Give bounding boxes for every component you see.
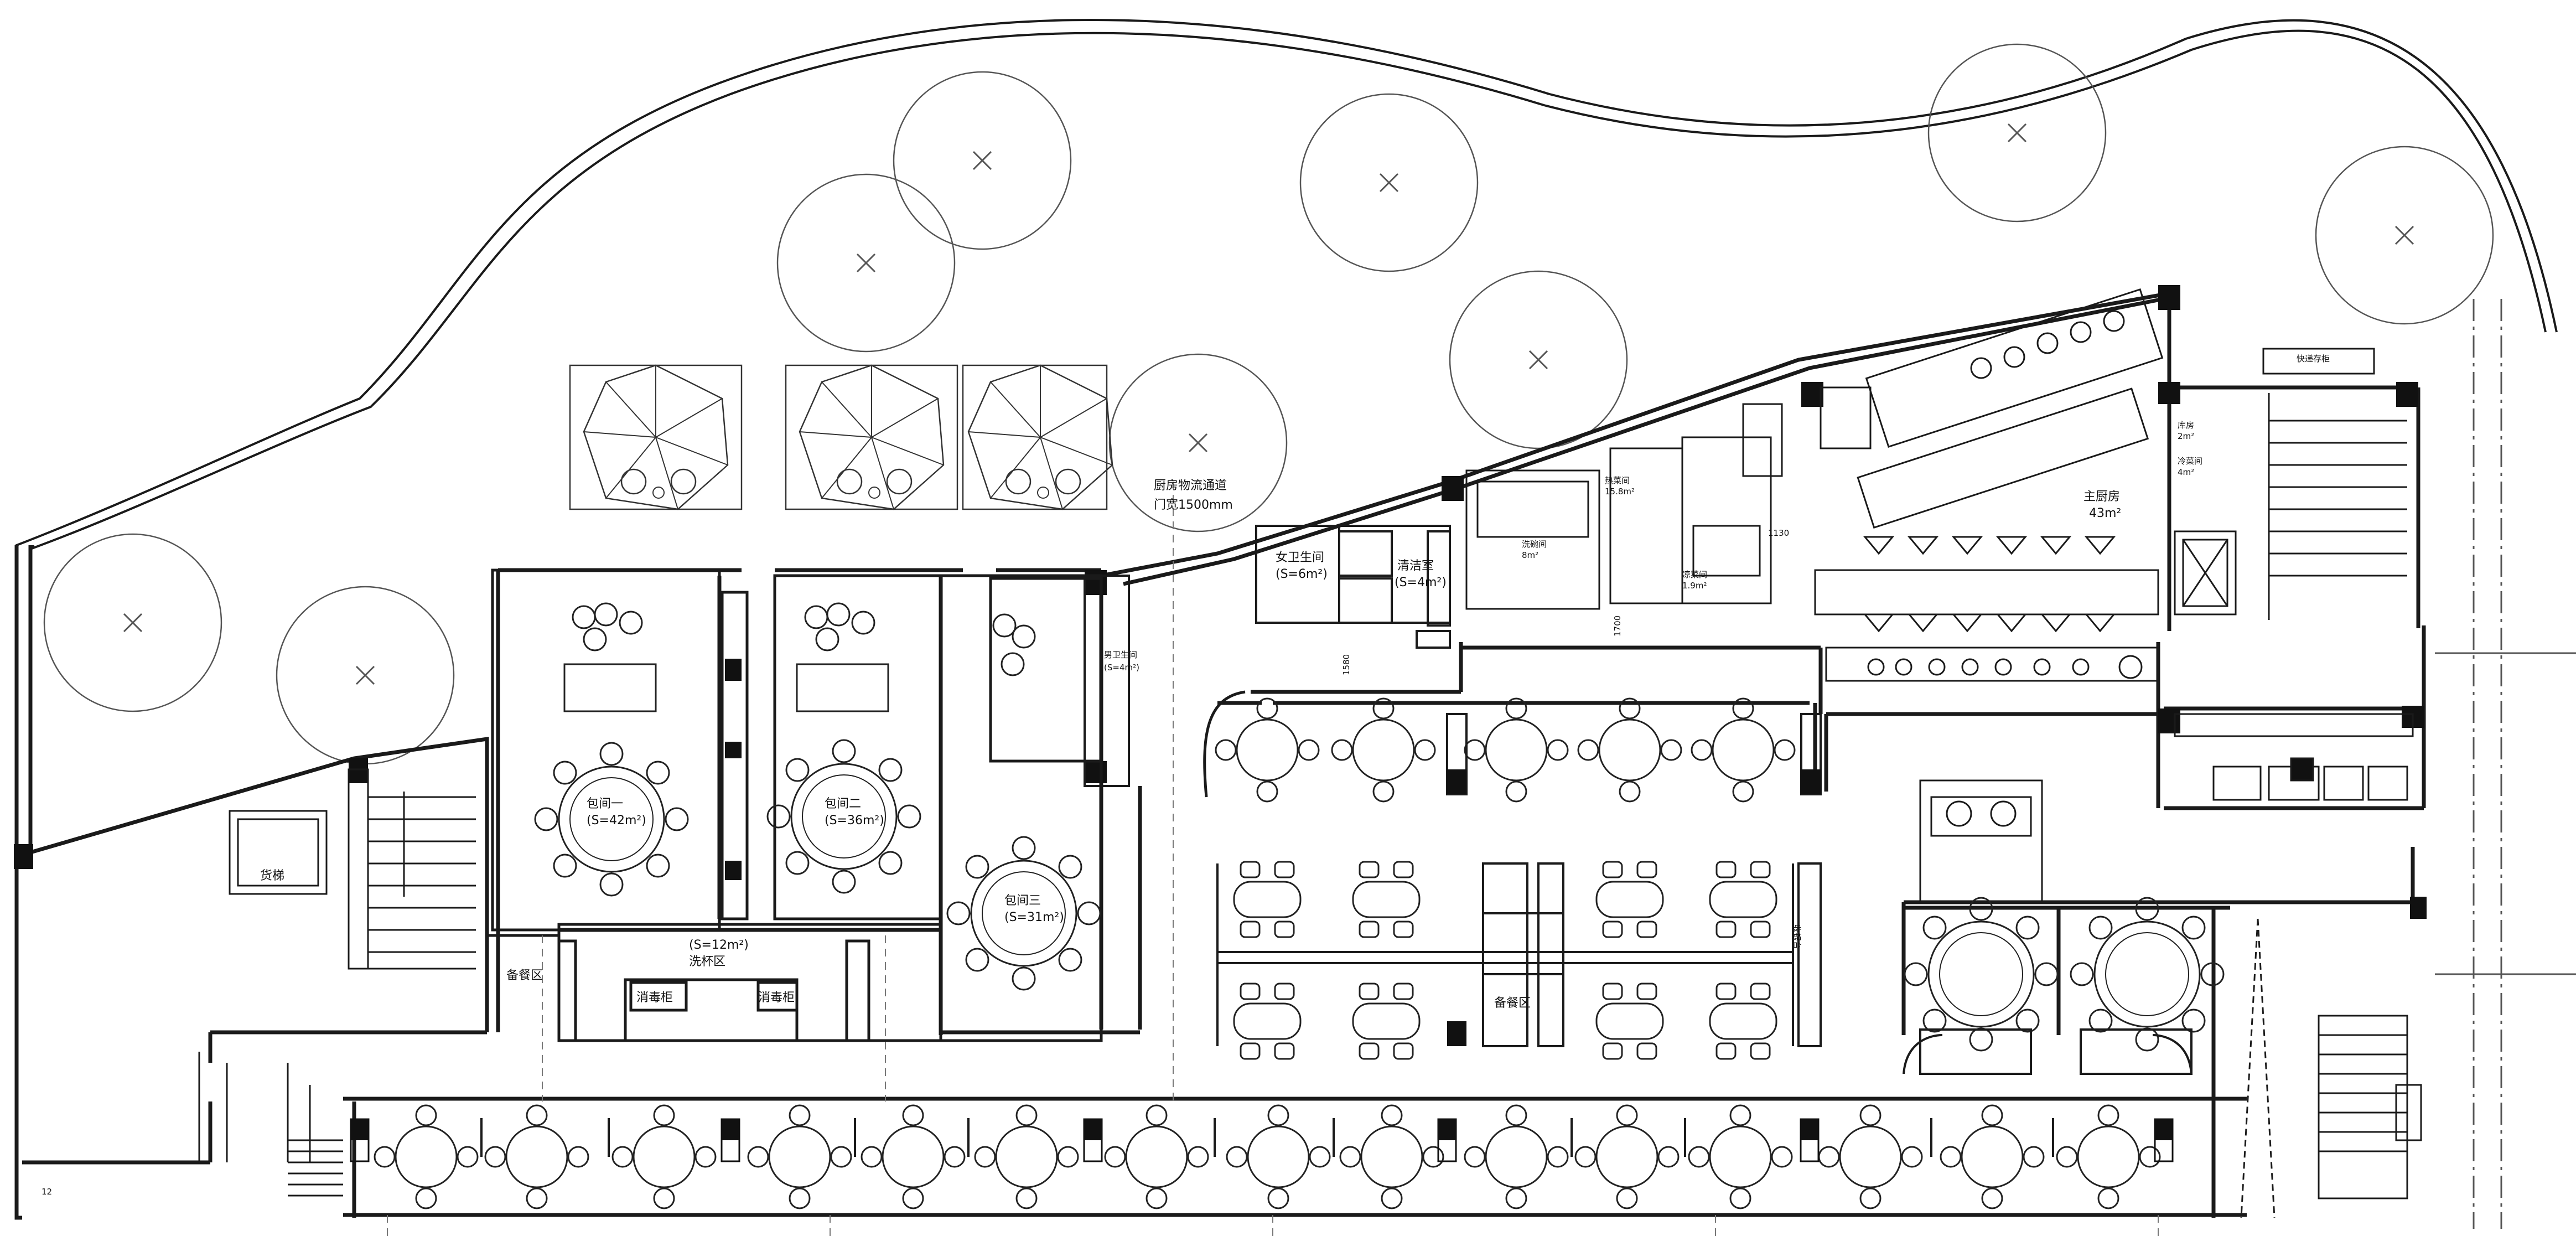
label-cold-dish-area: 1.9m² — [1682, 581, 1707, 591]
kitchen-equipment — [1465, 288, 2414, 903]
label-dim-1580: 1580 — [1341, 654, 1351, 675]
label-private-room-3: 包间三 — [1004, 894, 1041, 908]
left-elevator-stair — [198, 768, 476, 1197]
label-sterilize-cab-2: 消毒柜 — [758, 991, 795, 1005]
label-cold-dish: 凉菜间 — [1682, 570, 1708, 580]
label-wash-area-size: (S=12m²) — [689, 938, 749, 952]
washrooms — [1084, 525, 1451, 798]
label-dish-room-area: 8m² — [1522, 550, 1539, 560]
label-prep-area-center: 备餐区 — [1494, 996, 1531, 1010]
label-private-room-1-area: (S=42m²) — [587, 814, 646, 828]
structural-columns — [14, 285, 2427, 919]
label-men-wc-area: (S=4m²) — [1104, 663, 1139, 673]
label-cleaning-room: 清洁室 — [1397, 559, 1434, 573]
label-dish-room: 洗碗间 — [1522, 539, 1547, 549]
label-dim-1130: 1130 — [1768, 528, 1790, 538]
label-dim-12: 12 — [42, 1187, 53, 1197]
label-men-wc: 男卫生间 — [1104, 650, 1138, 660]
label-cold-room: 冷菜间 — [2178, 456, 2203, 466]
label-dim-1700: 1700 — [1613, 615, 1623, 637]
hall-tables — [1215, 697, 2225, 1075]
label-kitchen-passage: 厨房物流通道 — [1154, 479, 1227, 493]
private-room-walls — [487, 568, 1103, 1042]
label-private-room-1: 包间一 — [587, 797, 624, 811]
label-door-width: 门宽1500mm — [1154, 498, 1233, 512]
label-store-room-area: 2m² — [2178, 431, 2195, 441]
label-main-kitchen-area: 43m² — [2089, 506, 2122, 520]
label-store-room: 库房 — [2178, 420, 2195, 430]
label-cold-room-area: 4m² — [2178, 467, 2195, 477]
label-private-room-2: 包间二 — [825, 797, 862, 811]
label-hot-room: 热菜间 — [1605, 475, 1630, 485]
garden-trees — [43, 43, 2494, 765]
label-cleaning-area: (S=4m²) — [1395, 576, 1447, 589]
label-counter: 收银台 — [1792, 924, 1802, 950]
label-hot-room-area: 15.8m² — [1605, 487, 1635, 497]
label-wash-area: 洗杯区 — [689, 955, 726, 969]
terrace-umbrellas — [569, 364, 1113, 510]
building-walls — [14, 291, 2426, 1220]
label-private-room-3-area: (S=31m²) — [1004, 911, 1064, 924]
guide-lines — [387, 482, 2159, 1236]
label-sterilize-cab-1: 消毒柜 — [636, 991, 673, 1005]
label-prep-area-left: 备餐区 — [506, 969, 543, 982]
label-express-cab: 快递存柜 — [2297, 354, 2330, 364]
private-room-tables — [534, 602, 1101, 991]
label-private-room-2-area: (S=36m²) — [825, 814, 884, 828]
label-women-wc-area: (S=6m²) — [1276, 567, 1328, 581]
label-women-wc: 女卫生间 — [1276, 551, 1325, 565]
garden-boundary — [15, 18, 2558, 550]
corridor-tables — [350, 1104, 2174, 1209]
label-main-kitchen: 主厨房 — [2083, 490, 2121, 504]
label-elevator: 货梯 — [260, 869, 285, 883]
right-core — [2174, 299, 2576, 1229]
